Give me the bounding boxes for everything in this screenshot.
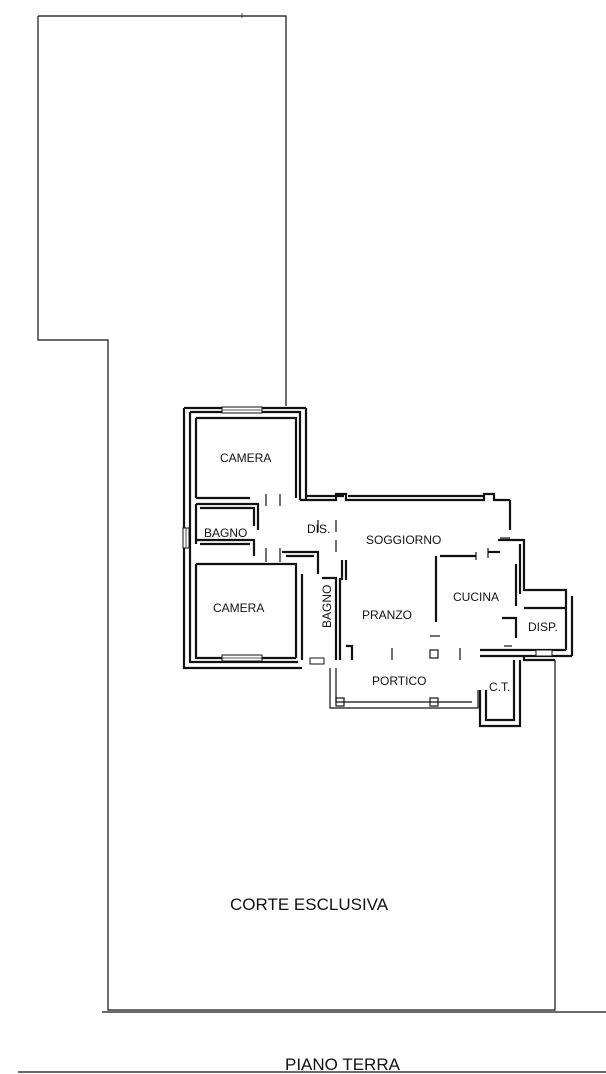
room-label-soggiorno: SOGGIORNO bbox=[366, 533, 441, 547]
floor-title: PIANO TERRA bbox=[285, 1055, 401, 1074]
room-label-bagno-vertical: BAGNO bbox=[320, 585, 334, 628]
room-label-cucina: CUCINA bbox=[453, 590, 499, 604]
room-label-bagno-left: BAGNO bbox=[204, 526, 247, 540]
room-label-disp: DISP. bbox=[528, 620, 558, 634]
room-label-ct: C.T. bbox=[489, 680, 510, 694]
house-walls bbox=[182, 406, 574, 728]
corte-label: CORTE ESCLUSIVA bbox=[230, 895, 389, 914]
room-label-portico: PORTICO bbox=[372, 674, 426, 688]
room-label-camera-bottom: CAMERA bbox=[213, 601, 264, 615]
windows bbox=[182, 406, 553, 665]
room-label-camera-top: CAMERA bbox=[220, 451, 271, 465]
room-label-dis: DIS. bbox=[307, 522, 330, 536]
room-label-pranzo: PRANZO bbox=[362, 608, 412, 622]
door-marks bbox=[265, 494, 512, 660]
lot-boundary bbox=[38, 15, 287, 406]
portico-pillars bbox=[335, 649, 439, 707]
lot-boundary-left bbox=[37, 16, 556, 1011]
